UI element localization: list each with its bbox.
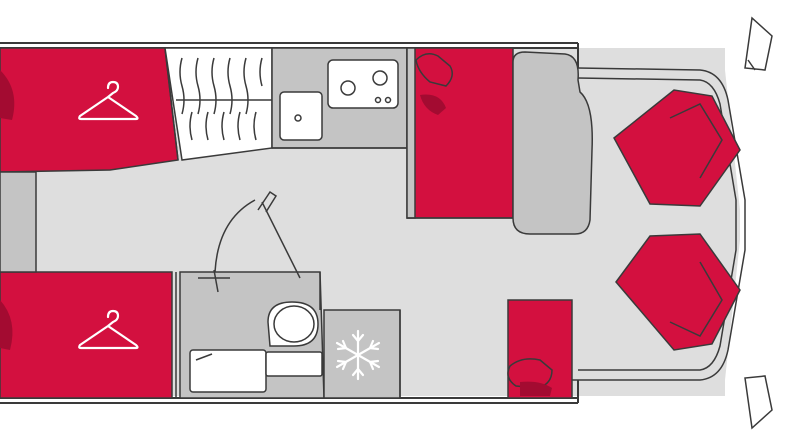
mirror-top (744, 16, 773, 71)
dinette-bench (406, 47, 514, 219)
fridge (323, 309, 401, 399)
hanger-icon-lower (78, 309, 139, 350)
mirror-bottom (744, 375, 773, 430)
kitchen-counter (271, 47, 408, 149)
rear-bed-bottom (0, 271, 173, 399)
hanger-icon (78, 80, 139, 121)
partitions (175, 147, 578, 398)
washroom-door (198, 190, 301, 293)
cab-outline (577, 67, 746, 381)
rear-step (0, 171, 37, 273)
snowflake-icon (335, 329, 381, 381)
side-bench (507, 299, 573, 399)
washroom (179, 271, 325, 399)
passenger-seat (615, 233, 741, 351)
washroom-basin (189, 349, 267, 393)
hob (327, 59, 399, 109)
storage-unit (164, 47, 273, 161)
dinette-table (512, 51, 593, 235)
driver-seat (613, 89, 741, 207)
